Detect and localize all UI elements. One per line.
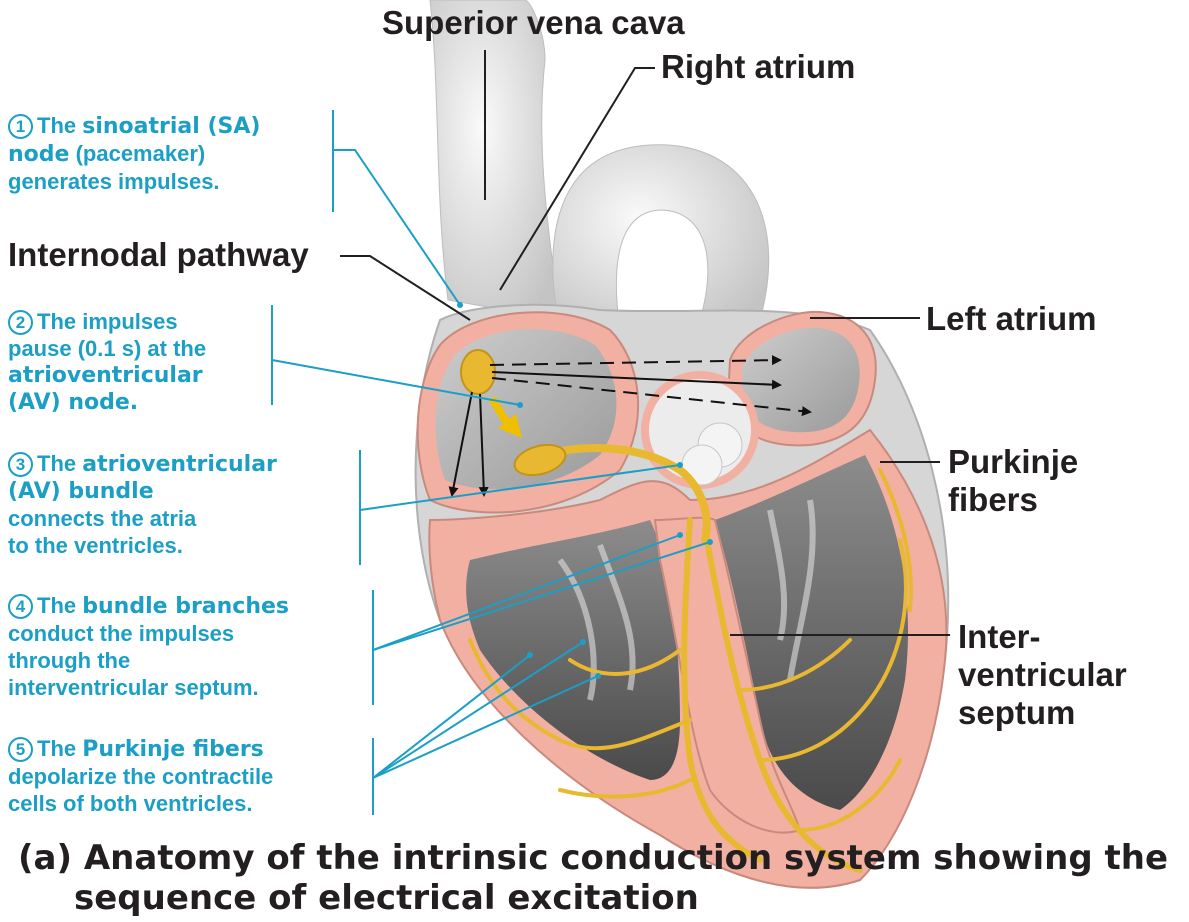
step-4-text-a: The (37, 593, 76, 618)
superior-vena-cava (430, 0, 560, 320)
step-5-text-c: depolarize the contractile (8, 763, 273, 790)
label-superior-vena-cava: Superior vena cava (382, 4, 685, 42)
step-5-text-a: The (37, 736, 76, 761)
step-3-number: 3 (8, 452, 33, 477)
step-1-keyword-2: node (8, 142, 69, 167)
step-3-keyword: atrioventricular (82, 452, 277, 477)
step-4-keyword: bundle branches (82, 594, 289, 619)
step-5-keyword: Purkinje fibers (82, 737, 264, 762)
step-2-text-b: pause (0.1 s) at the (8, 335, 206, 362)
label-purkinje-line1: Purkinje (948, 443, 1078, 481)
step-2-keyword-2: (AV) node. (8, 389, 206, 416)
step-1-keyword: sinoatrial (SA) (82, 114, 260, 139)
label-left-atrium: Left atrium (926, 300, 1097, 338)
label-purkinje-fibers: Purkinje fibers (948, 443, 1078, 519)
step-5-number: 5 (8, 737, 33, 762)
label-internodal-pathway: Internodal pathway (8, 236, 309, 274)
label-interventricular-septum: Inter- ventricular septum (958, 618, 1127, 732)
label-ivs-line1: Inter- (958, 618, 1127, 656)
step-1-text-a: The (37, 113, 76, 138)
step-4-text-d: through the (8, 647, 289, 674)
label-ivs-line2: ventricular (958, 656, 1127, 694)
step-1-text-d: (pacemaker) (76, 141, 206, 166)
step-1-number: 1 (8, 114, 33, 139)
label-purkinje-line2: fibers (948, 481, 1078, 519)
right-ventricle-cavity (466, 520, 680, 780)
step-5-text-d: cells of both ventricles. (8, 790, 273, 817)
caption-line2: sequence of electrical excitation (74, 878, 699, 918)
aortic-arch (553, 145, 769, 330)
step-4-text-c: conduct the impulses (8, 620, 289, 647)
step-3-text-d: connects the atria (8, 505, 277, 532)
step-2-text-a: The impulses (37, 309, 178, 334)
step-3-text-e: to the ventricles. (8, 532, 277, 559)
step-1-text-e: generates impulses. (8, 168, 260, 195)
step-2-keyword: atrioventricular (8, 362, 206, 389)
sa-node (461, 350, 495, 394)
figure-caption: (a) Anatomy of the intrinsic conduction … (18, 838, 1168, 918)
step-3-text-a: The (37, 451, 76, 476)
label-right-atrium: Right atrium (661, 48, 855, 86)
step-4-number: 4 (8, 594, 33, 619)
step-4-text-e: interventricular septum. (8, 674, 289, 701)
label-ivs-line3: septum (958, 694, 1127, 732)
step-3-keyword-2: (AV) bundle (8, 478, 277, 505)
caption-line1: (a) Anatomy of the intrinsic conduction … (18, 838, 1168, 878)
step-2-number: 2 (8, 310, 33, 335)
